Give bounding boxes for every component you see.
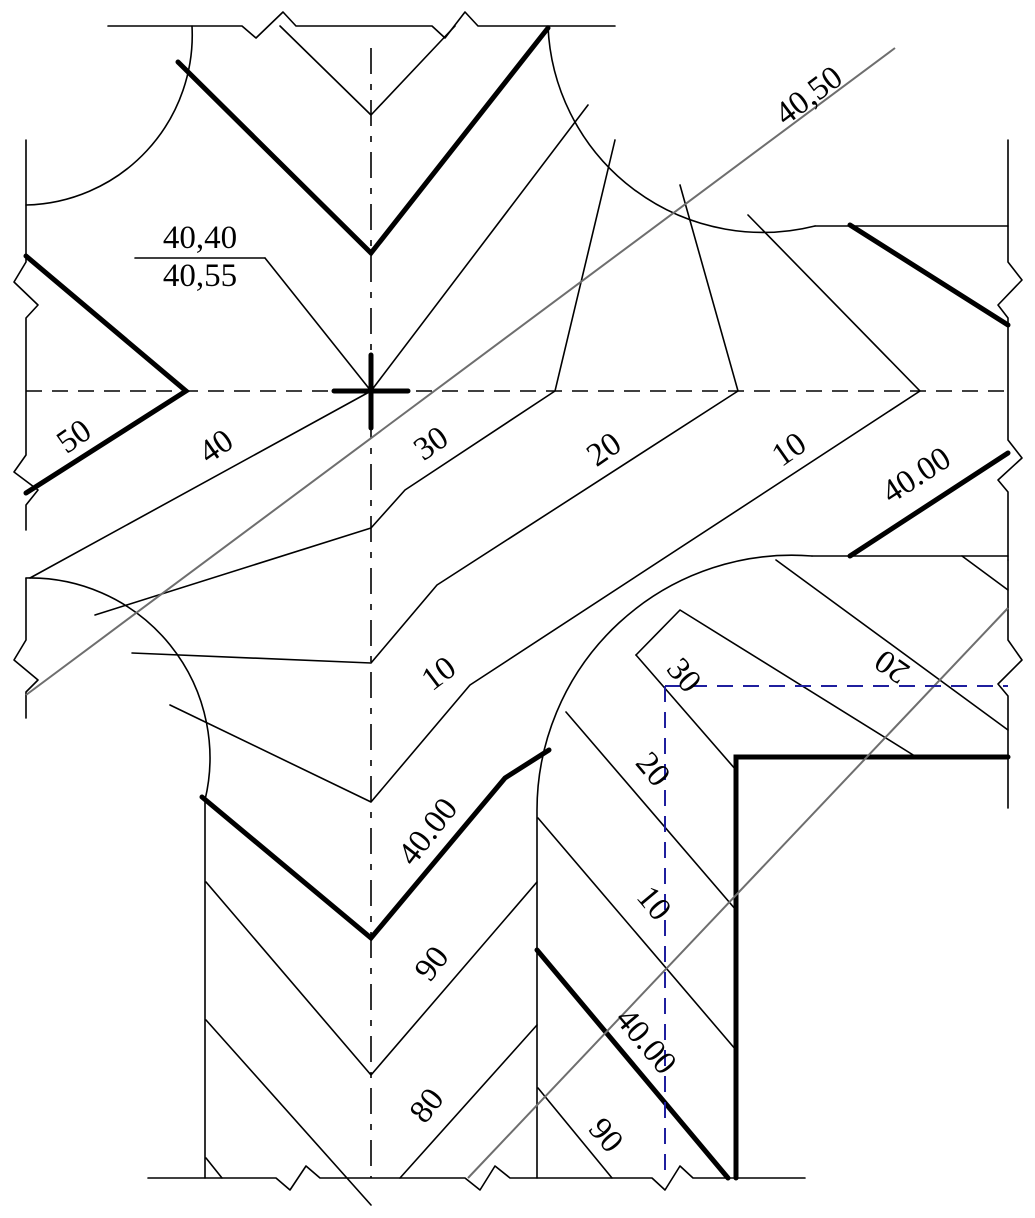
slope-lines: [25, 47, 1009, 1179]
corner-hatch-2: [537, 1087, 613, 1179]
slope-line-mark-label: 40,50: [768, 59, 849, 132]
left-edge-upper-break: [13, 139, 39, 531]
corner-hatch-7: [775, 559, 1009, 731]
contour-90-center-label: 90: [408, 940, 457, 988]
chevron-80-right-line: [399, 1024, 538, 1179]
corner-hatch-1: [205, 1157, 223, 1179]
elevation-bottom-label: 40,55: [163, 258, 237, 294]
curb-arcs: [25, 25, 816, 1179]
curb-arc-top-left: [25, 25, 194, 206]
contour-40-00-center-label: 40.00: [391, 792, 465, 873]
top-branch-chevron: [279, 25, 456, 116]
contour-10-line: [169, 214, 921, 803]
curb-arc-top-right: [547, 25, 816, 234]
grey-slope-line-upper: [25, 47, 896, 696]
bold-contour-40-00: [23, 25, 1011, 1181]
bold-top-v: [175, 25, 551, 257]
benchmark-cross-icon: [331, 352, 411, 431]
contour-30-line: [94, 139, 616, 616]
labels: 40,40 40,55 40,50 50 40 30 20 10 10 40.0…: [50, 59, 957, 1159]
contour-10-corner-label: 10: [629, 879, 678, 927]
bold-left-v: [23, 253, 191, 496]
elevation-top-label: 40,40: [163, 220, 237, 256]
contour-80-center-label: 80: [403, 1082, 452, 1130]
curb-arc-bottom-left: [25, 577, 211, 1179]
contour-40-00-right-label: 40.00: [876, 440, 958, 511]
contour-10-label: 10: [765, 426, 813, 474]
road-edges: [13, 11, 1023, 1191]
corner-hatch-4: [565, 711, 737, 911]
contour-10-mid-label: 10: [415, 650, 463, 699]
corner-hatch-5: [635, 609, 919, 759]
left-edge-lower-break: [13, 577, 39, 719]
contour-20-line: [131, 184, 739, 664]
curb-arc-bottom-right: [536, 554, 813, 1179]
top-edge-break: [107, 11, 616, 39]
contour-20-right-label: 20: [868, 642, 916, 690]
center-axes: [26, 48, 1008, 1178]
bold-bottom-v: [199, 747, 552, 942]
blue-dashed-lines: [664, 685, 1008, 1178]
corner-hatch-3: [537, 817, 737, 1051]
right-edge-lower-break: [997, 559, 1023, 809]
contour-lines: [29, 25, 1009, 1206]
building-corner-outline: [733, 754, 1011, 1181]
corner-hatch-8: [961, 555, 1009, 591]
contour-40-00-corner-label: 40.00: [608, 1002, 683, 1082]
bold-corner-diagonal: [534, 947, 731, 1181]
contour-30-corner-label: 30: [659, 651, 708, 699]
corner-hatch-6: [635, 654, 737, 771]
grey-slope-line-lower: [467, 607, 1009, 1179]
bold-right-mid: [847, 450, 1011, 559]
bold-right-top: [847, 222, 1011, 328]
bottom-edge-break: [147, 1165, 806, 1191]
label-leader-line: [264, 257, 372, 392]
contour-20-corner-label: 20: [628, 745, 677, 793]
chevron-80-line: [205, 1019, 372, 1206]
chevron-90-line: [205, 881, 538, 1076]
contour-90-corner-label: 90: [581, 1111, 630, 1159]
contour-40-line: [29, 104, 589, 579]
right-edge-upper-break: [997, 139, 1023, 561]
contour-40-label: 40: [192, 423, 240, 471]
